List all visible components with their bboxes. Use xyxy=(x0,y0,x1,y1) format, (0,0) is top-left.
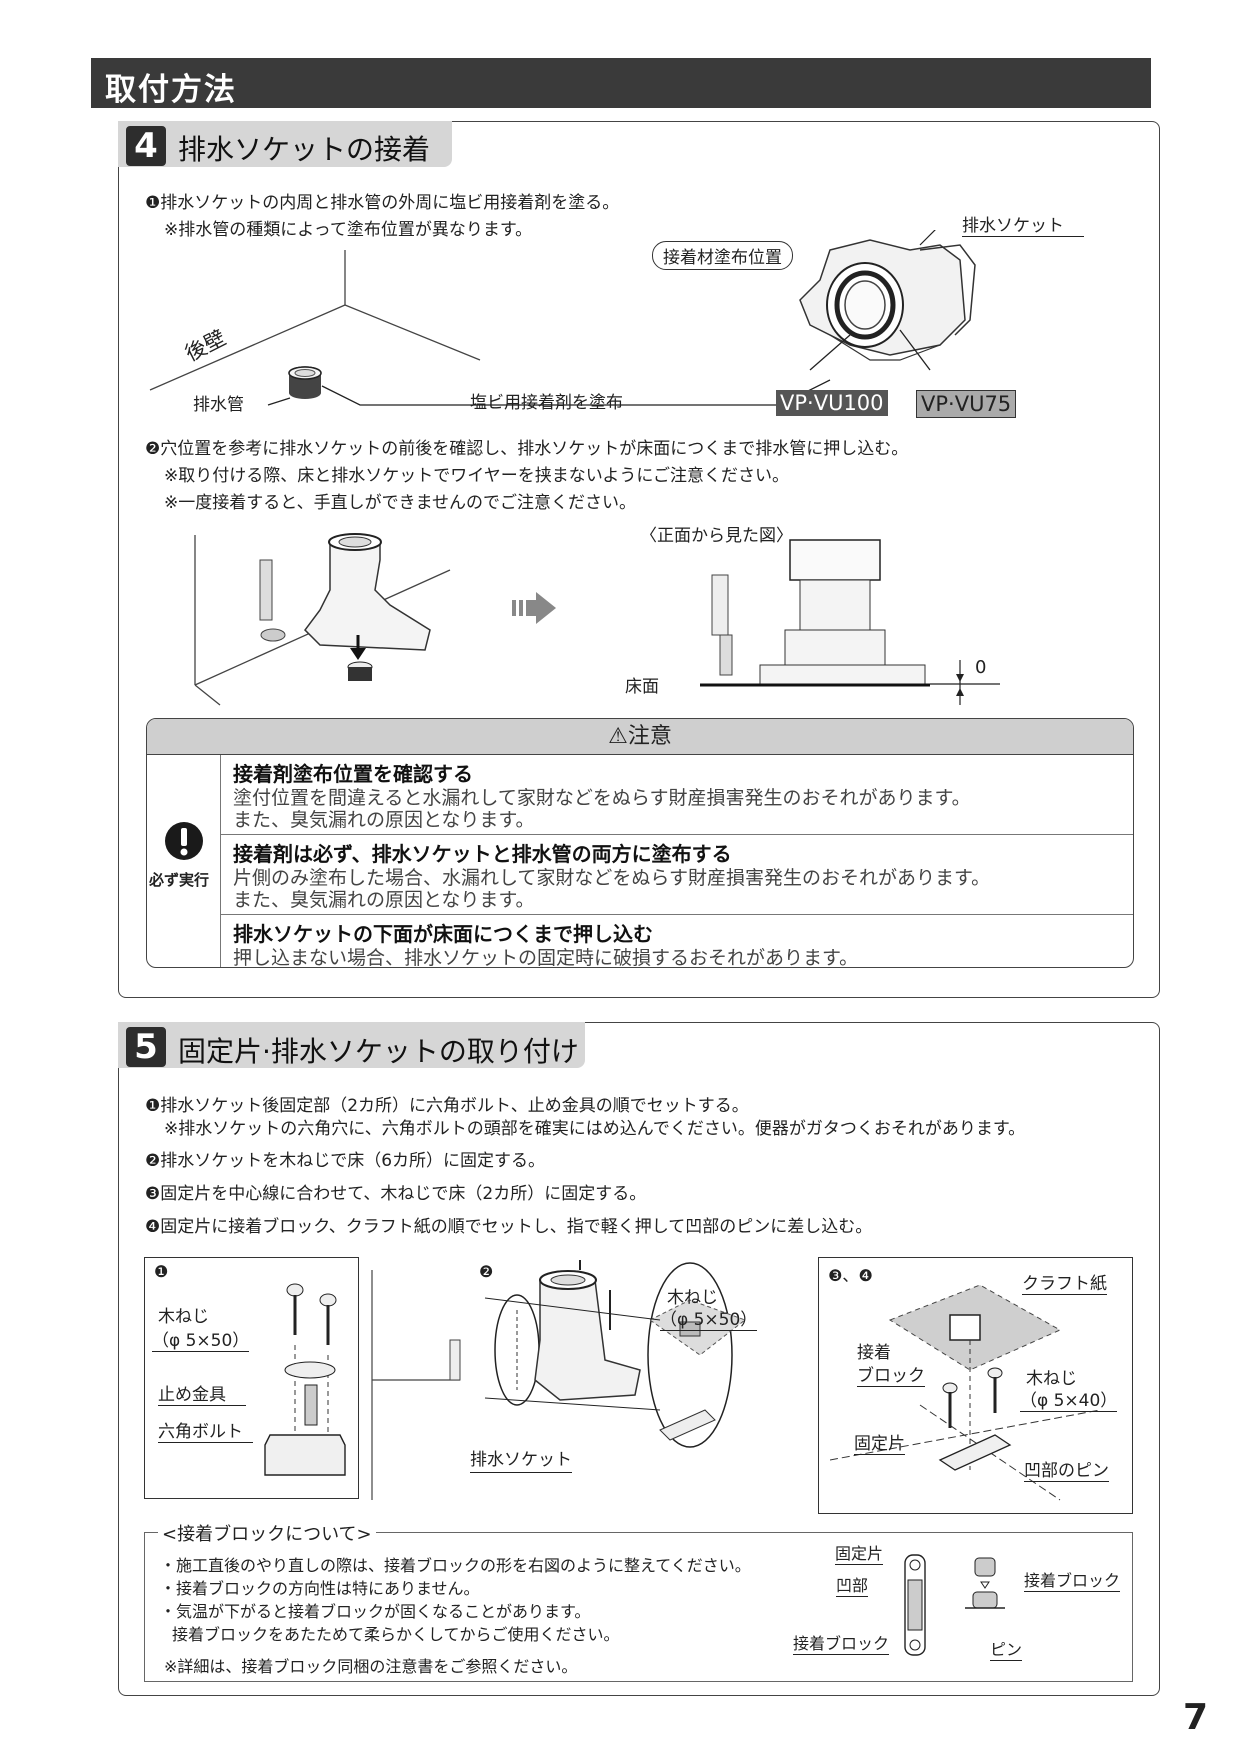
caution-item-1-title: 接着剤塗布位置を確認する xyxy=(233,762,473,786)
caution-item-2-line1: 片側のみ塗布した場合、水漏れして家財などをぬらす財産損害発生のおそれがあります。 xyxy=(233,867,991,889)
block-fixing-diagram xyxy=(904,1554,1005,1656)
section-4-title: 排水ソケットの接着 xyxy=(178,133,431,166)
s5-step3: ❸固定片を中心線に合わせて、木ねじで床（2カ所）に固定する。 xyxy=(145,1184,647,1204)
label-front-view: 〈正面から見た図〉 xyxy=(640,526,793,546)
s5-step2: ❷排水ソケットを木ねじで床（6カ所）に固定する。 xyxy=(145,1151,546,1171)
tag-vp-vu75: VP·VU75 xyxy=(916,390,1017,418)
front-view-illustration xyxy=(700,539,930,687)
caution-item-1-line2: また、臭気漏れの原因となります。 xyxy=(233,809,535,831)
fig34-label-pin: 凹部のピン xyxy=(1024,1456,1109,1482)
push-socket-illustration xyxy=(194,533,451,706)
block-info-title: <接着ブロックについて> xyxy=(158,1520,376,1546)
s4-step1-note: ※排水管の種類によって塗布位置が異なります。 xyxy=(164,220,533,240)
fig1-label-stopper: 止め金具 xyxy=(158,1380,246,1406)
block-info-bullet-3: ・気温が下がると接着ブロックが固くなることがあります。 xyxy=(160,1602,591,1621)
s5-step1: ❶排水ソケット後固定部（2カ所）に六角ボルト、止め金具の順でセットする。 xyxy=(145,1096,749,1116)
s4-step1: ❶排水ソケットの内周と排水管の外周に塩ビ用接着剤を塗る。 xyxy=(145,193,620,213)
label-zero: 0 xyxy=(975,657,987,678)
section-5-tab xyxy=(118,1022,585,1068)
caution-item-1: 接着剤塗布位置を確認する 塗付位置を間違えると水漏れして家財などをぬらす財産損害… xyxy=(221,755,1133,835)
page-number: 7 xyxy=(1183,1697,1209,1738)
caution-item-3-line1: 押し込まない場合、排水ソケットの固定時に破損するおそれがあります。 xyxy=(233,947,859,968)
label-floor: 床面 xyxy=(625,677,659,697)
fig34-label-fixing: 固定片 xyxy=(854,1429,905,1455)
exclamation-icon xyxy=(165,822,203,860)
caution-item-1-line1: 塗付位置を間違えると水漏れして家財などをぬらす財産損害発生のおそれがあります。 xyxy=(233,787,971,809)
fig34-label-kraft: クラフト紙 xyxy=(1022,1269,1107,1295)
section-5-title: 固定片·排水ソケットの取り付け xyxy=(178,1035,579,1068)
block-diagram-label-recess: 凹部 xyxy=(836,1572,869,1597)
block-diagram-label-pin: ピン xyxy=(990,1636,1023,1661)
zero-gap-indicator xyxy=(930,660,1000,705)
fig2-label-screw: 木ねじ xyxy=(667,1288,718,1308)
s4-step2: ❷穴位置を参考に排水ソケットの前後を確認し、排水ソケットが床面につくまで排水管に… xyxy=(145,439,909,459)
caution-title: ⚠注意 xyxy=(147,719,1133,755)
fig34-label-block-2: ブロック xyxy=(857,1361,925,1387)
block-info-note: ※詳細は、接着ブロック同梱の注意書をご参照ください。 xyxy=(164,1657,578,1676)
figure-1-number: ❶ xyxy=(154,1262,169,1281)
block-info-bullet-3b: 接着ブロックをあたためて柔らかくしてからご使用ください。 xyxy=(172,1625,620,1644)
caution-item-2-line2: また、臭気漏れの原因となります。 xyxy=(233,889,535,911)
figure-2-number: ❷ xyxy=(479,1262,494,1281)
fig34-label-screw: 木ねじ xyxy=(1026,1369,1077,1389)
fig34-label-block-1: 接着 xyxy=(857,1343,891,1363)
s4-step2-note2: ※一度接着すると、手直しができませんのでご注意ください。 xyxy=(164,493,637,513)
must-column: 必ず実行 xyxy=(147,755,221,967)
figure-34-number: ❸、❹ xyxy=(828,1266,873,1285)
caution-box: ⚠注意 必ず実行 接着剤塗布位置を確認する 塗付位置を間違えると水漏れして家財な… xyxy=(146,718,1134,968)
section-5-number: 5 xyxy=(126,1027,166,1067)
label-drain-pipe: 排水管 xyxy=(193,395,244,415)
figure-34-drawing xyxy=(830,1284,1101,1501)
fig34-label-screw-size: （φ 5×40） xyxy=(1020,1386,1118,1412)
section-header-title: 取付方法 xyxy=(105,72,237,108)
block-info-box xyxy=(144,1532,1133,1682)
label-apply-glue: 塩ビ用接着剤を塗布 xyxy=(470,393,623,413)
fig1-label-hexbolt: 六角ボルト xyxy=(158,1417,253,1443)
fig1-label-screw-size: （φ 5×50） xyxy=(152,1326,250,1352)
caution-item-2: 接着剤は必ず、排水ソケットと排水管の両方に塗布する 片側のみ塗布した場合、水漏れ… xyxy=(221,835,1133,915)
tag-vp-vu100: VP·VU100 xyxy=(776,390,888,416)
s4-step2-note1: ※取り付ける際、床と排水ソケットでワイヤーを挟まないようにご注意ください。 xyxy=(164,466,790,486)
block-info-bullet-1: ・施工直後のやり直しの際は、接着ブロックの形を右図のように整えてください。 xyxy=(160,1556,751,1575)
label-glue-position: 接着材塗布位置 xyxy=(652,241,793,270)
block-diagram-label-block-right: 接着ブロック xyxy=(1024,1567,1121,1592)
block-info-bullet-2: ・接着ブロックの方向性は特にありません。 xyxy=(160,1579,480,1598)
caution-item-3-title: 排水ソケットの下面が床面につくまで押し込む xyxy=(233,922,653,946)
block-diagram-label-block: 接着ブロック xyxy=(793,1630,890,1655)
drain-socket-illustration xyxy=(799,230,976,371)
caution-item-2-title: 接着剤は必ず、排水ソケットと排水管の両方に塗布する xyxy=(233,842,732,866)
fig2-label-socket: 排水ソケット xyxy=(470,1445,572,1473)
section-header-bar: 取付方法 xyxy=(91,58,1151,108)
figure-2-drawing xyxy=(371,1260,747,1500)
fig2-label-screw-size: （φ 5×50） xyxy=(660,1305,758,1331)
block-diagram-label-fixing: 固定片 xyxy=(835,1540,884,1565)
section-4-panel xyxy=(118,121,1160,998)
section-4-tab xyxy=(118,121,452,167)
s5-step1-note: ※排水ソケットの六角穴に、六角ボルトの頭部を確実にはめ込んでください。便器がガタ… xyxy=(164,1119,1026,1139)
figure-1-drawing xyxy=(264,1283,346,1476)
must-do-label: 必ず実行 xyxy=(149,871,210,889)
section-4-number: 4 xyxy=(126,126,166,166)
caution-item-3: 排水ソケットの下面が床面につくまで押し込む 押し込まない場合、排水ソケットの固定… xyxy=(221,915,1133,967)
arrow-right-icon xyxy=(512,592,556,624)
label-drain-socket: 排水ソケット xyxy=(962,211,1084,237)
fig1-label-screw: 木ねじ xyxy=(158,1307,209,1327)
s5-step4: ❹固定片に接着ブロック、クラフト紙の順でセットし、指で軽く押して凹部のピンに差し… xyxy=(145,1217,873,1237)
